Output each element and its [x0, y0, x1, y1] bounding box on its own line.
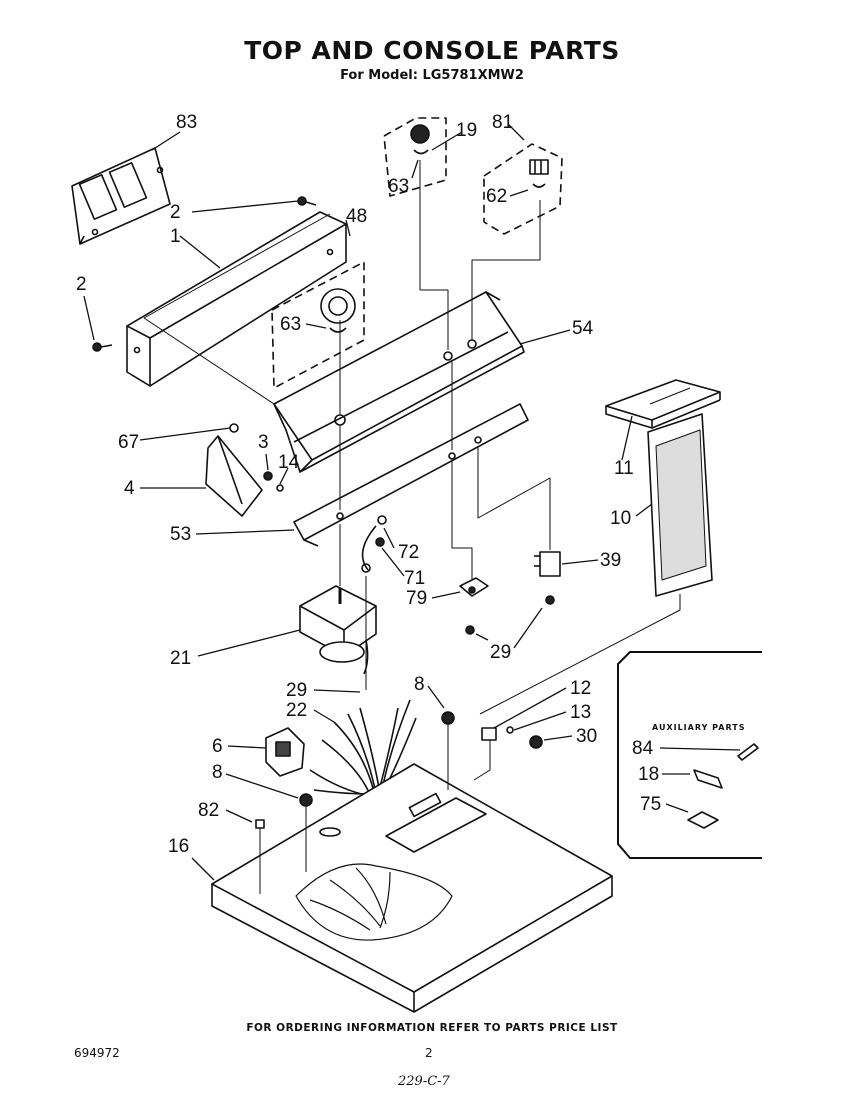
guide-lines [143, 160, 681, 894]
label-84: 84 [632, 738, 654, 759]
label-54: 54 [572, 318, 594, 339]
label-29-left: 29 [286, 680, 307, 701]
page-title: TOP AND CONSOLE PARTS [244, 36, 620, 65]
part-21-timer [299, 585, 377, 675]
label-29-right: 29 [490, 642, 511, 663]
leader-lines [83, 123, 653, 881]
page-number: 2 [425, 1046, 433, 1060]
hardware-small [255, 711, 543, 829]
label-79: 79 [406, 588, 427, 609]
label-75: 75 [640, 794, 661, 815]
model-subtitle: For Model: LG5781XMW2 [340, 68, 524, 83]
part-39-switch [534, 551, 561, 605]
part-54-console [273, 291, 525, 473]
label-8-upper: 8 [414, 674, 425, 695]
part-1-shape [126, 211, 347, 387]
part-labels: 83 2 1 48 2 63 19 63 81 62 54 67 3 14 4 … [76, 112, 746, 857]
label-71: 71 [404, 568, 425, 589]
label-14: 14 [278, 452, 300, 473]
label-12: 12 [570, 678, 591, 699]
label-30: 30 [576, 726, 597, 747]
part-63-knob [320, 288, 356, 333]
auxiliary-box [617, 651, 762, 859]
label-83: 83 [176, 112, 197, 133]
kit-48-box [271, 261, 365, 389]
auxiliary-title: AUXILIARY PARTS [652, 723, 746, 732]
part-16-top-panel [211, 763, 613, 1013]
label-63-kit48: 63 [280, 314, 301, 335]
label-18: 18 [638, 764, 659, 785]
label-2-lower: 2 [76, 274, 87, 295]
label-16: 16 [168, 836, 189, 857]
label-81: 81 [492, 112, 513, 133]
kit-81-box [483, 143, 563, 235]
label-2-upper: 2 [170, 202, 181, 223]
part-72-71-clip [361, 515, 387, 573]
label-39: 39 [600, 550, 621, 571]
label-1: 1 [170, 226, 181, 247]
part-11-cover [605, 379, 721, 429]
screw-3-14-shape [263, 471, 284, 492]
part-4-endcap [205, 423, 263, 517]
handwritten-note: 229-C-7 [398, 1074, 450, 1089]
label-10: 10 [610, 508, 631, 529]
label-67: 67 [118, 432, 139, 453]
document-number: 694972 [74, 1046, 120, 1060]
label-48: 48 [346, 206, 367, 227]
part-81-switch [529, 159, 549, 188]
kit-19-box [383, 117, 447, 197]
label-53: 53 [170, 524, 191, 545]
label-82: 82 [198, 800, 219, 821]
part-10-filter [647, 413, 713, 597]
label-63-kit19: 63 [388, 176, 409, 197]
label-8-lower: 8 [212, 762, 223, 783]
label-72: 72 [398, 542, 419, 563]
label-6: 6 [212, 736, 223, 757]
label-3: 3 [258, 432, 269, 453]
part-79-switch [459, 577, 489, 635]
screw-2-shape [92, 196, 317, 352]
ordering-note: FOR ORDERING INFORMATION REFER TO PARTS … [246, 1022, 618, 1034]
label-62: 62 [486, 186, 507, 207]
part-19-knob [410, 124, 430, 155]
label-22: 22 [286, 700, 307, 721]
part-83-shape [71, 147, 171, 245]
part-6-shape [265, 727, 305, 777]
label-21: 21 [170, 648, 191, 669]
label-4: 4 [124, 478, 135, 499]
label-11: 11 [614, 458, 634, 479]
label-13: 13 [570, 702, 591, 723]
label-19: 19 [456, 120, 477, 141]
part-53-rail [293, 403, 529, 547]
